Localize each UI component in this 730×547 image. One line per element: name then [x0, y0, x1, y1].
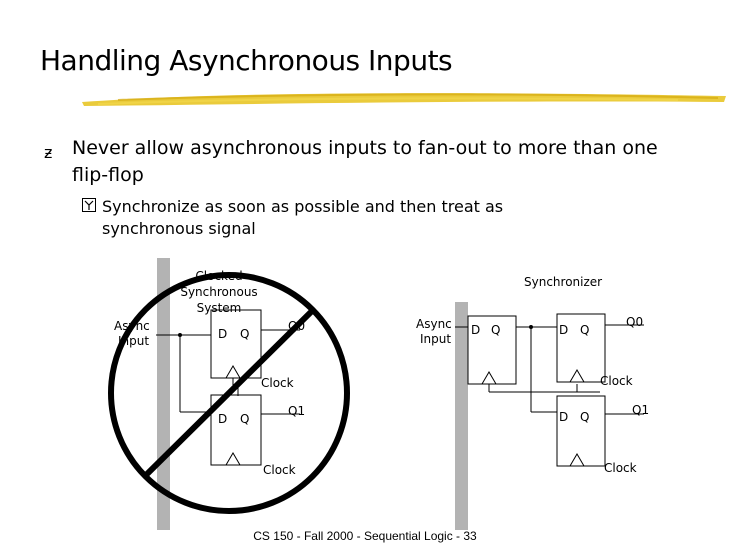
- left-system-label: Clocked Synchronous System: [180, 268, 257, 316]
- left-ff1-d-label: D: [218, 327, 228, 341]
- right-ff1-q-label: Q: [580, 323, 590, 337]
- sync-q-label: Q: [491, 323, 501, 337]
- left-ff2-box: [210, 394, 262, 466]
- left-ff2-clock-label: Clock: [263, 463, 296, 477]
- right-async-label-line2: Input: [420, 332, 452, 346]
- title-underline: [82, 93, 726, 106]
- left-async-label-line2: Input: [118, 334, 150, 348]
- left-async-label-line1: Async: [114, 319, 150, 333]
- sync-ff-box: [467, 315, 517, 385]
- left-ff2-q-label: Q: [240, 412, 250, 426]
- slide-title: Handling Asynchronous Inputs: [40, 44, 453, 77]
- left-system-label-line3: System: [196, 301, 242, 315]
- right-async-label-line1: Async: [416, 317, 452, 331]
- right-ff2-box: [556, 395, 606, 467]
- sync-d-label: D: [471, 323, 481, 337]
- left-system-label-line2: Synchronous: [180, 285, 258, 299]
- right-ff2-q-label: Q: [580, 410, 590, 424]
- synchronizer-label: Synchronizer: [524, 275, 603, 289]
- right-circuit: [455, 313, 644, 467]
- left-ff2-out-label: Q1: [288, 404, 306, 418]
- prohibition-sign: [108, 272, 350, 514]
- slide-footer: CS 150 - Fall 2000 - Sequential Logic - …: [253, 529, 477, 543]
- z-bullet-icon: ƶ: [44, 143, 53, 162]
- right-ff1-box: [556, 313, 606, 383]
- left-ff1-out-label: Q0: [288, 319, 306, 333]
- right-ff1-out-label: Q0: [626, 315, 644, 329]
- left-system-label-line1: Clocked: [195, 269, 243, 283]
- bullet-2-text: Synchronize as soon as possible and then…: [102, 197, 504, 238]
- left-ff1-clock-label: Clock: [261, 376, 294, 390]
- right-ff2-clock-label: Clock: [604, 461, 637, 475]
- left-ff1-q-label: Q: [240, 327, 250, 341]
- right-system-boundary: [455, 302, 468, 530]
- right-ff1-clock-label: Clock: [600, 374, 633, 388]
- right-ff2-d-label: D: [559, 410, 569, 424]
- y-box-bullet-icon: [82, 198, 96, 212]
- left-ff1-box: [210, 309, 262, 379]
- left-ff2-d-label: D: [218, 412, 228, 426]
- right-ff1-d-label: D: [559, 323, 569, 337]
- right-ff2-out-label: Q1: [632, 403, 650, 417]
- bullet-1-text: Never allow asynchronous inputs to fan-o…: [72, 137, 658, 186]
